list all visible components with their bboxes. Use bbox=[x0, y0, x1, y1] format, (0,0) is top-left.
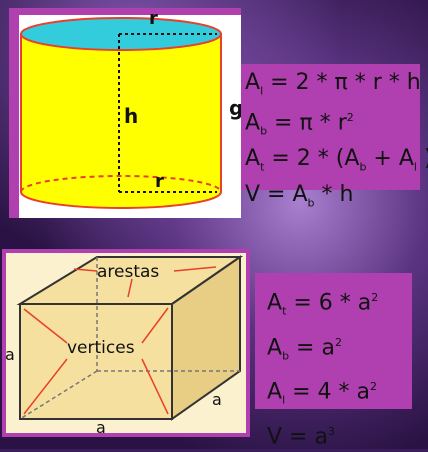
cube-front-face bbox=[19, 303, 173, 420]
label-a-bottom: a bbox=[96, 418, 106, 437]
cube-formulas: At = 6 * a2 Ab = a2 Al = 4 * a2 V = a3 bbox=[255, 273, 412, 449]
formula-lateral-area: Al = 2 * π * r * h bbox=[245, 70, 421, 98]
cylinder-panel bbox=[9, 8, 241, 218]
formula-total-area: At = 6 * a2 bbox=[267, 290, 379, 318]
cylinder-base-back-edge bbox=[20, 175, 222, 193]
annotation-arrows bbox=[23, 266, 217, 415]
formula-lateral-area: Al = 4 * a2 bbox=[267, 379, 378, 408]
formula-volume: V = a3 bbox=[267, 424, 335, 450]
cube-hidden-edge bbox=[19, 370, 98, 420]
label-r-bottom: r bbox=[155, 171, 164, 192]
label-a-left: a bbox=[5, 345, 15, 364]
label-g: g bbox=[229, 96, 244, 120]
formula-base-area: Ab = a2 bbox=[267, 335, 342, 363]
formula-volume: V = Ab * h bbox=[245, 181, 354, 209]
cylinder-formulas: Al = 2 * π * r * h Ab = π * r2 At = 2 * … bbox=[241, 64, 428, 209]
formula-base-area: Ab = π * r2 bbox=[245, 110, 354, 139]
label-a-right: a bbox=[212, 390, 222, 409]
label-h: h bbox=[124, 104, 139, 128]
cube-panel bbox=[2, 249, 250, 437]
label-r-top: r bbox=[149, 8, 158, 29]
label-arestas: arestas bbox=[97, 262, 160, 282]
cylinder-body bbox=[20, 33, 222, 209]
label-vertices: vertices bbox=[67, 338, 135, 358]
formula-total-area: At = 2 * (Ab + Al ) bbox=[245, 146, 428, 174]
